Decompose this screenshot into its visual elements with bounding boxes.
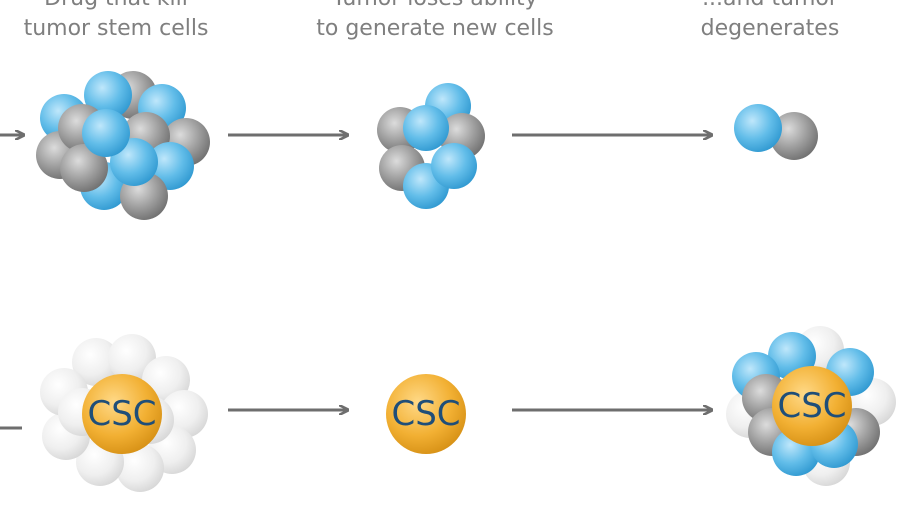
csc-cell-3 [772,366,852,446]
caption-loses-ability-line2: to generate new cells [316,16,554,41]
caption-kill-stem-cells-line1: Drug that kill [0,0,232,14]
caption-degenerates-line2: degenerates [700,16,840,41]
caption-loses-ability-line1: Tumor loses ability [295,0,575,14]
caption-degenerates: ...and tumor degenerates [670,0,870,44]
csc-cluster-regrown: CSC [726,326,896,486]
caption-kill-stem-cells-line2: tumor stem cells [23,16,209,41]
tumor-cluster-full [36,71,210,220]
caption-degenerates-line1: ...and tumor [670,0,870,14]
caption-kill-stem-cells: Drug that kill tumor stem cells [0,0,232,44]
csc-label-1: CSC [87,394,156,434]
caption-loses-ability: Tumor loses ability to generate new cell… [295,0,575,44]
csc-label-3: CSC [777,386,846,426]
tumor-cluster-degenerated [734,104,818,160]
csc-label-2: CSC [391,394,460,434]
tumor-cluster-shrinking [377,83,485,209]
csc-cluster-with-ghost-cells: CSC [40,334,208,492]
csc-cluster-single: CSC [386,374,466,454]
csc-cell-2 [386,374,466,454]
csc-cell-1 [82,374,162,454]
